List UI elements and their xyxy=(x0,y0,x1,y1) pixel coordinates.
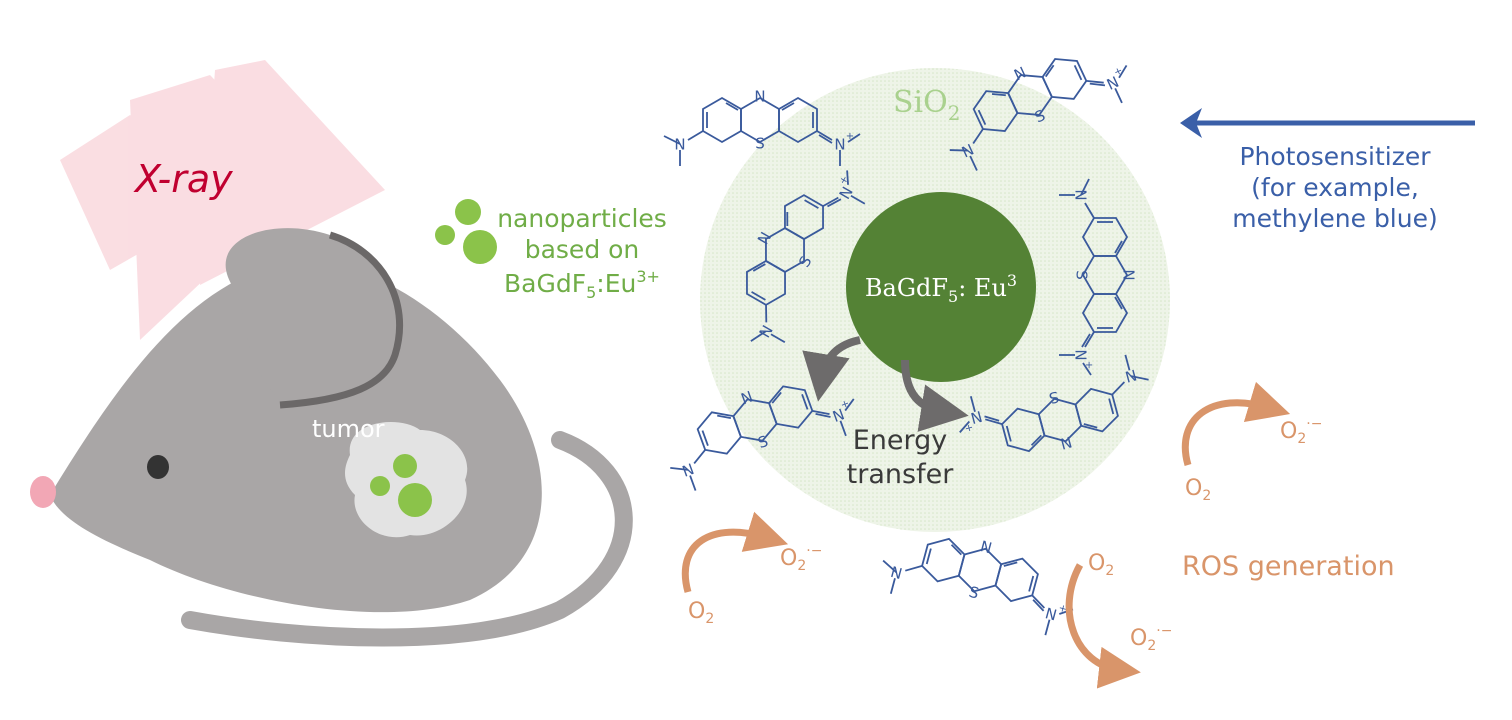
nanoparticle-legend: nanoparticles based on BaGdF5:Eu3+ xyxy=(435,199,667,302)
photosensitizer-line3: methylene blue) xyxy=(1232,204,1437,233)
mouse-illustration: tumor xyxy=(30,228,633,647)
energy-transfer-line1: Energy xyxy=(853,425,948,456)
energy-transfer-line2: transfer xyxy=(847,459,955,490)
svg-text:O2·−: O2·− xyxy=(780,543,822,574)
xray-label: X-ray xyxy=(133,157,233,201)
ros-cycle-right: O2 O2·− xyxy=(1181,381,1322,504)
svg-text:O2: O2 xyxy=(1185,476,1211,504)
core-nanoparticle xyxy=(846,192,1036,382)
core-label: BaGdF5: Eu3 xyxy=(865,271,1017,306)
molecule-7 xyxy=(874,512,1086,642)
svg-text:O2·−: O2·− xyxy=(1280,416,1322,447)
nanoparticles-line2: based on xyxy=(525,235,640,264)
tumor-label: tumor xyxy=(312,415,385,443)
svg-text:O2: O2 xyxy=(688,599,714,627)
mouse-eye xyxy=(147,455,169,479)
xray-beams xyxy=(60,60,385,340)
arrow-head-icon xyxy=(1180,108,1202,138)
photosensitizer-line1: Photosensitizer xyxy=(1239,142,1431,171)
mouse-nose xyxy=(30,476,56,508)
photosensitizer-line2: (for example, xyxy=(1251,173,1419,202)
energy-arrow-1 xyxy=(802,336,861,402)
ros-cycle-left: O2 O2·− xyxy=(681,511,822,627)
sio2-label: SiO2 xyxy=(893,85,960,125)
svg-text:O2·−: O2·− xyxy=(1130,623,1172,654)
energy-arrow-2 xyxy=(901,359,969,432)
ros-cycle-bottom: O2 O2·− xyxy=(1065,551,1172,689)
svg-text:O2: O2 xyxy=(1088,551,1114,579)
nanoparticles-line1: nanoparticles xyxy=(497,204,667,233)
nanoparticles-formula: BaGdF5:Eu3+ xyxy=(504,267,660,302)
ros-generation-label: ROS generation xyxy=(1182,551,1395,582)
tumor-region xyxy=(345,422,468,538)
